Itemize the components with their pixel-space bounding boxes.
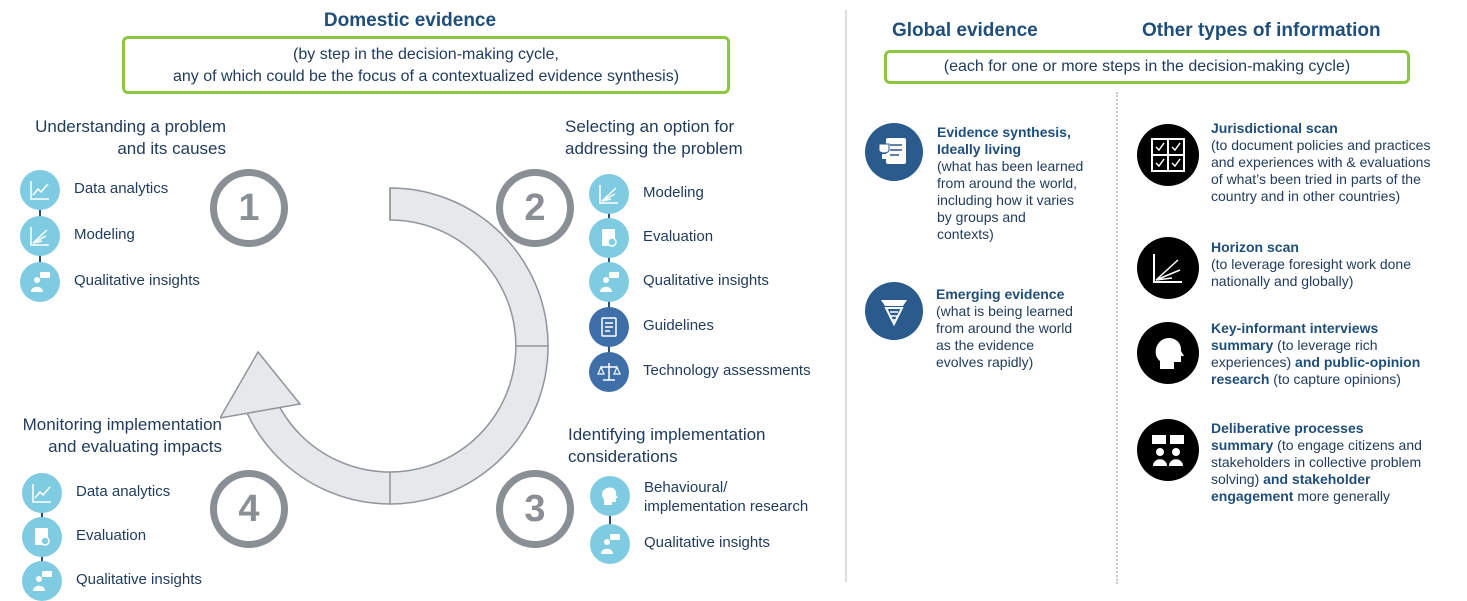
step-1-title: Understanding a problem and its causes <box>35 117 226 158</box>
qualitative-insights-icon <box>22 561 62 601</box>
evaluation-icon <box>22 517 62 557</box>
emerging-evidence-text: Emerging evidence (what is being learned… <box>936 286 1073 370</box>
evidence-synthesis-icon <box>865 123 923 181</box>
qualitative-insights-icon <box>590 524 630 564</box>
global-subtitle: (each for one or more steps in the decis… <box>943 58 1351 75</box>
key-informant-icon <box>1137 322 1199 384</box>
domestic-subtitle-line1: (by step in the decision-making cycle, <box>293 46 559 63</box>
step-4-title: Monitoring implementation and evaluating… <box>22 415 222 456</box>
step-2-title: Selecting an option for addressing the p… <box>565 117 743 158</box>
cycle-arrowhead <box>220 350 302 419</box>
jurisdictional-scan-icon <box>1137 124 1199 186</box>
data-analytics-icon <box>20 170 60 210</box>
cycle-ring <box>245 187 549 505</box>
modeling-icon <box>589 174 629 214</box>
step-3-number: 3 <box>496 470 574 548</box>
modeling-icon <box>20 216 60 256</box>
column-divider <box>1116 92 1118 584</box>
step-1-number: 1 <box>210 169 288 247</box>
section-divider <box>845 10 847 582</box>
key-informant-text: Key-informant interviews summary (to lev… <box>1211 320 1421 387</box>
step-3-connector <box>609 496 611 544</box>
deliberative-processes-text: Deliberative processes summary (to engag… <box>1211 420 1422 504</box>
step-4-number: 4 <box>210 470 288 548</box>
other-info-title: Other types of information <box>1142 20 1381 41</box>
emerging-evidence-icon <box>865 282 923 340</box>
deliberative-processes-icon <box>1137 419 1199 481</box>
step-3-title: Identifying implementation consideration… <box>568 425 766 466</box>
evidence-synthesis-text: Evidence synthesis, Ideally living (what… <box>937 124 1084 242</box>
behavioural-research-icon <box>590 476 630 516</box>
domestic-subtitle-line2: any of which could be the focus of a con… <box>172 68 680 85</box>
qualitative-insights-icon <box>589 262 629 302</box>
global-evidence-title: Global evidence <box>892 20 1038 41</box>
horizon-scan-icon <box>1137 237 1199 299</box>
step-2-number: 2 <box>496 169 574 247</box>
qualitative-insights-icon <box>20 262 60 302</box>
guidelines-icon <box>589 307 629 347</box>
scales-icon <box>589 352 629 392</box>
domestic-evidence-title: Domestic evidence <box>323 10 497 31</box>
data-analytics-icon <box>22 473 62 513</box>
decision-cycle-arrow <box>220 187 549 505</box>
evaluation-icon <box>589 218 629 258</box>
horizon-scan-text: Horizon scan (to leverage foresight work… <box>1211 239 1411 289</box>
global-subtitle-box: (each for one or more steps in the decis… <box>884 50 1410 84</box>
jurisdictional-scan-text: Jurisdictional scan (to document policie… <box>1211 120 1431 204</box>
domestic-subtitle-box: (by step in the decision-making cycle, a… <box>122 36 730 94</box>
